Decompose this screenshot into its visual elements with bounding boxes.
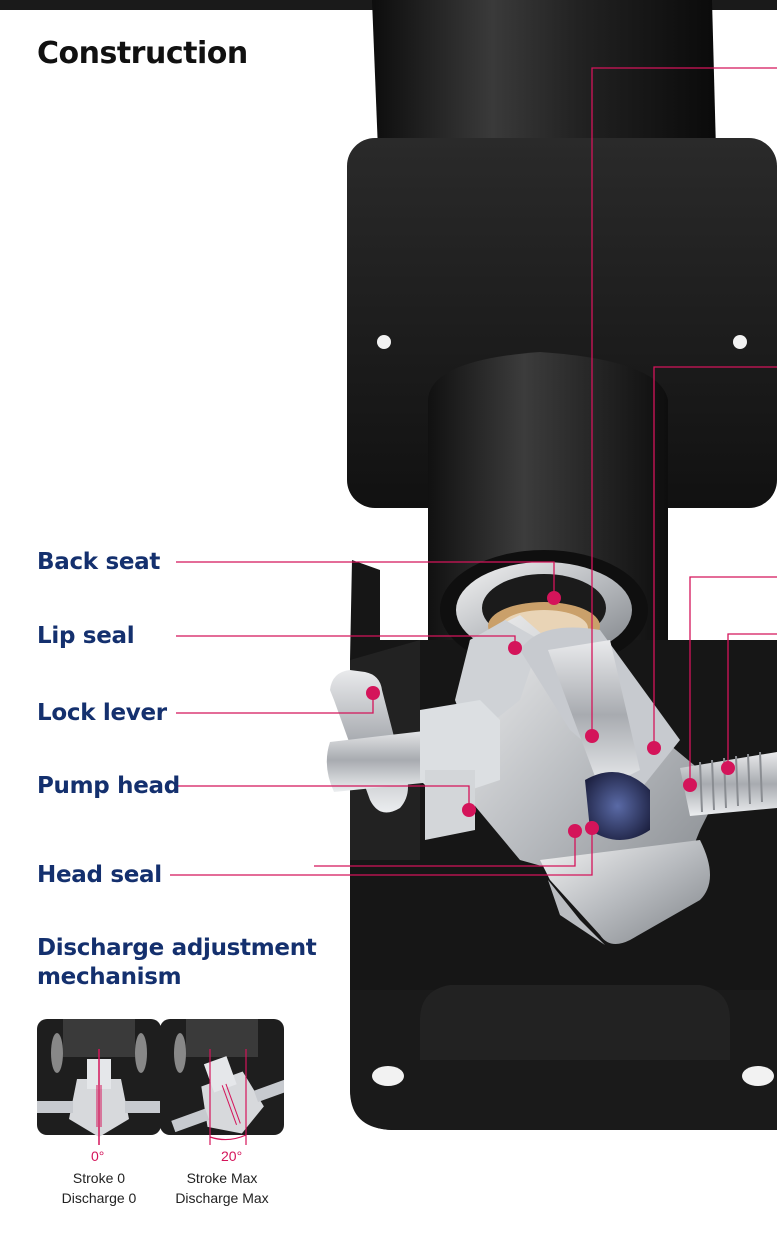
motor-cylinder [372, 0, 716, 150]
stroke-label: Stroke Max [186, 1170, 258, 1186]
thumbnail-stroke-zero [37, 1019, 161, 1145]
thumbnail-stroke-max [160, 1019, 284, 1145]
label-discharge-adjustment: Discharge adjustment mechanism [37, 934, 317, 992]
label-back-seat: Back seat [37, 549, 161, 575]
label-pump-head: Pump head [37, 773, 180, 799]
pipe-right [680, 752, 777, 816]
label-lip-seal: Lip seal [37, 623, 135, 649]
stroke-label: Stroke 0 [72, 1170, 126, 1186]
adjust-cone [540, 840, 710, 944]
page-title: Construction [37, 36, 248, 71]
label-discharge-adjustment-line2: mechanism [37, 964, 182, 990]
angle-label-twenty: 20° [221, 1148, 243, 1164]
foot-hole-right [742, 1066, 774, 1086]
piston [548, 640, 640, 790]
label-discharge-adjustment-line1: Discharge adjustment [37, 935, 317, 961]
mount-hole-left [377, 335, 391, 349]
caption-stroke-max: Stroke Max Discharge Max [160, 1168, 284, 1208]
foot-hole-left [372, 1066, 404, 1086]
label-lock-lever: Lock lever [37, 700, 167, 726]
angle-label-zero: 0° [91, 1148, 105, 1164]
piston-chamber [585, 772, 650, 840]
discharge-label: Discharge 0 [61, 1190, 137, 1206]
mount-hole-right [733, 335, 747, 349]
callout-lines [170, 67, 777, 876]
discharge-label: Discharge Max [175, 1190, 269, 1206]
caption-stroke-zero: Stroke 0 Discharge 0 [37, 1168, 161, 1208]
label-head-seal: Head seal [37, 862, 162, 888]
callout-dots [366, 591, 735, 838]
